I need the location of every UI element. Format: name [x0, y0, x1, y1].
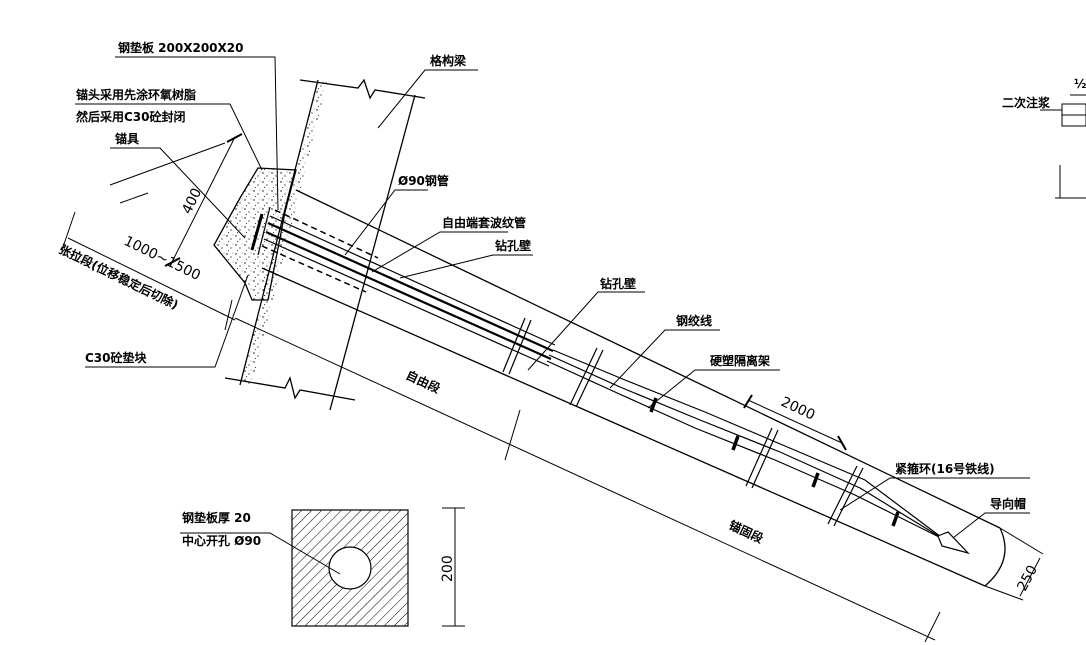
label-anchor-head-1: 锚头采用先涂环氧树脂 — [76, 87, 196, 102]
lattice-beam — [224, 78, 426, 411]
guide-cap — [937, 531, 970, 555]
label-guide-cap: 导向帽 — [990, 496, 1026, 511]
dim-200: 200 — [440, 555, 456, 582]
dimension-lines — [61, 133, 1044, 643]
label-steel-plate: 钢垫板 200X200X20 — [118, 40, 243, 55]
steel-plate-section — [180, 507, 465, 627]
label-secondary-grout: 二次注浆 — [1002, 95, 1051, 110]
label-anchor-head-2: 然后采用C30砼封闭 — [76, 109, 186, 124]
dim-2000: 2000 — [778, 394, 817, 424]
label-lattice-beam: 格构梁 — [430, 53, 466, 68]
annotations: 钢垫板 200X200X20 锚头采用先涂环氧树脂 然后采用C30砼封闭 锚具 … — [57, 40, 1086, 594]
label-borehole-wall-1: 钻孔壁 — [495, 238, 531, 253]
dim-250: 250 — [1014, 563, 1041, 594]
label-free-section: 自由段 — [404, 367, 444, 396]
label-anchorage: 锚具 — [115, 131, 139, 146]
break-marks — [502, 317, 864, 527]
borehole — [261, 189, 1006, 587]
label-strand: 钢绞线 — [676, 313, 712, 328]
label-hoop: 紧箍环(16号铁线) — [895, 461, 995, 476]
dim-400: 400 — [179, 186, 205, 217]
label-spacer: 硬塑隔离架 — [710, 353, 770, 368]
label-pad-block: C30砼垫块 — [85, 350, 148, 365]
label-steel-pipe: Ø90钢管 — [398, 173, 449, 188]
tendon-bundle — [250, 206, 946, 541]
label-corrugated-pipe: 自由端套波纹管 — [442, 215, 526, 230]
leader-lines — [75, 56, 1030, 539]
plate-hole-text: 中心开孔 Ø90 — [182, 533, 261, 548]
label-anchor-section: 锚固段 — [727, 517, 767, 546]
plate-thickness-text: 钢垫板厚 20 — [182, 510, 251, 525]
secondary-grout-detail — [1040, 94, 1086, 199]
spacers — [649, 397, 900, 527]
label-borehole-wall-2: 钻孔壁 — [600, 276, 636, 291]
label-corner-mark: ½ — [1074, 77, 1086, 91]
